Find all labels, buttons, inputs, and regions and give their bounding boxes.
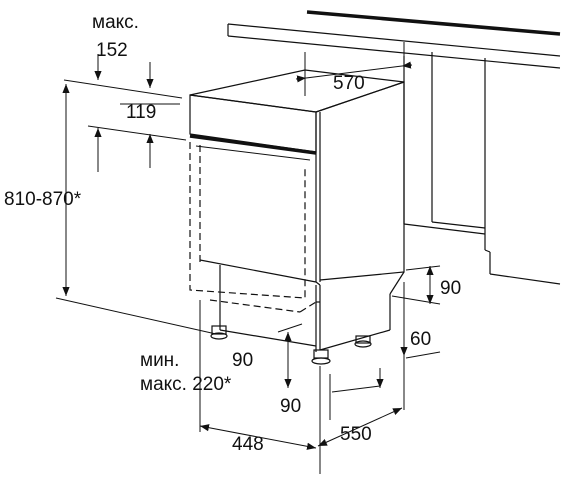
label-119: 119 xyxy=(126,102,156,123)
label-depth-550: 550 xyxy=(340,424,372,445)
dimension-depth-570 xyxy=(295,42,413,96)
adjustable-feet xyxy=(210,325,372,365)
label-min-word: мин. xyxy=(140,350,179,371)
dimension-height xyxy=(55,84,217,335)
label-plinth-60-right: 60 xyxy=(410,329,431,350)
dimension-plinth-right xyxy=(391,265,441,410)
dishwasher-body xyxy=(189,69,405,352)
label-foot-90: 90 xyxy=(280,396,301,417)
dimension-foot xyxy=(319,366,384,474)
dimension-plinth-height xyxy=(277,323,303,388)
dimension-width-448 xyxy=(199,300,317,450)
label-width-448: 448 xyxy=(232,434,264,455)
label-min-value: 90 xyxy=(232,350,253,371)
dimension-152-119 xyxy=(63,54,187,172)
dimension-depth-550 xyxy=(317,407,403,447)
countertop xyxy=(227,10,561,69)
label-depth-570: 570 xyxy=(333,73,365,94)
label-plinth-90-right: 90 xyxy=(440,278,461,299)
label-height-range: 810-870* xyxy=(4,189,82,210)
label-max-top-word: макс. xyxy=(92,12,139,33)
cabinet-niche xyxy=(403,52,561,285)
label-max-bottom: макс. 220* xyxy=(140,374,232,395)
label-max-top-value: 152 xyxy=(96,40,128,61)
